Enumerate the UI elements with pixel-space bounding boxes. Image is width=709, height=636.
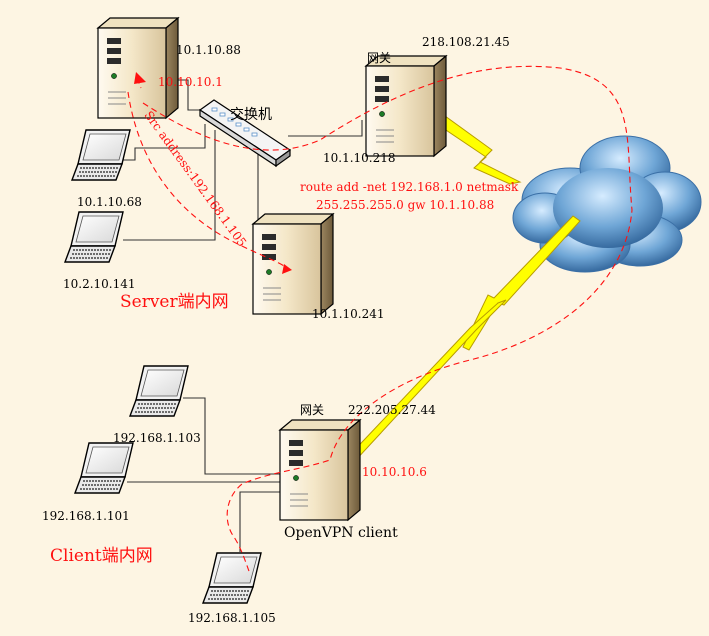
switch-icon — [198, 99, 292, 168]
laptop-icon — [129, 365, 189, 417]
server-icon — [279, 419, 361, 521]
laptop-ip-client-a: 192.168.1.103 — [113, 431, 201, 445]
server-zone-label: Server端内网 — [120, 292, 229, 312]
server-top-ip: 10.1.10.88 — [176, 43, 241, 57]
arrow-icon — [134, 72, 292, 274]
laptop-icon — [71, 129, 131, 181]
laptop-icon — [64, 211, 124, 263]
client-zone-label: Client端内网 — [50, 546, 153, 566]
laptop-ip-client-b: 192.168.1.101 — [42, 509, 130, 523]
laptop-icon — [74, 442, 134, 494]
server-icon — [97, 17, 179, 119]
route-command-line2: 255.255.255.0 gw 10.1.10.88 — [316, 198, 495, 212]
client-tunnel-ip: 10.10.10.6 — [362, 465, 427, 479]
gateway-public-ip: 218.108.21.45 — [422, 35, 510, 49]
connection-lines — [123, 79, 363, 552]
laptop-icon — [202, 552, 262, 604]
client-gateway-name: 网关 — [300, 403, 325, 417]
server-icon — [252, 213, 334, 315]
client-server-label: OpenVPN client — [284, 525, 398, 541]
server-bottom-ip: 10.1.10.241 — [312, 307, 385, 321]
switch-label: 交换机 — [230, 107, 272, 123]
laptop-ip-client-c: 192.168.1.105 — [188, 611, 276, 625]
client-gateway-public-ip: 222.205.27.44 — [348, 403, 436, 417]
laptop-ip-server-a: 10.1.10.68 — [77, 195, 142, 209]
gateway-lan-ip: 10.1.10.218 — [323, 151, 396, 165]
server-top-tunnel-ip: 10.10.10.1 — [158, 75, 223, 89]
lightning-icon — [346, 107, 581, 463]
gateway-name: 网关 — [367, 51, 392, 65]
laptop-ip-server-b: 10.2.10.141 — [63, 277, 136, 291]
route-command-line1: route add -net 192.168.1.0 netmask — [300, 180, 519, 194]
